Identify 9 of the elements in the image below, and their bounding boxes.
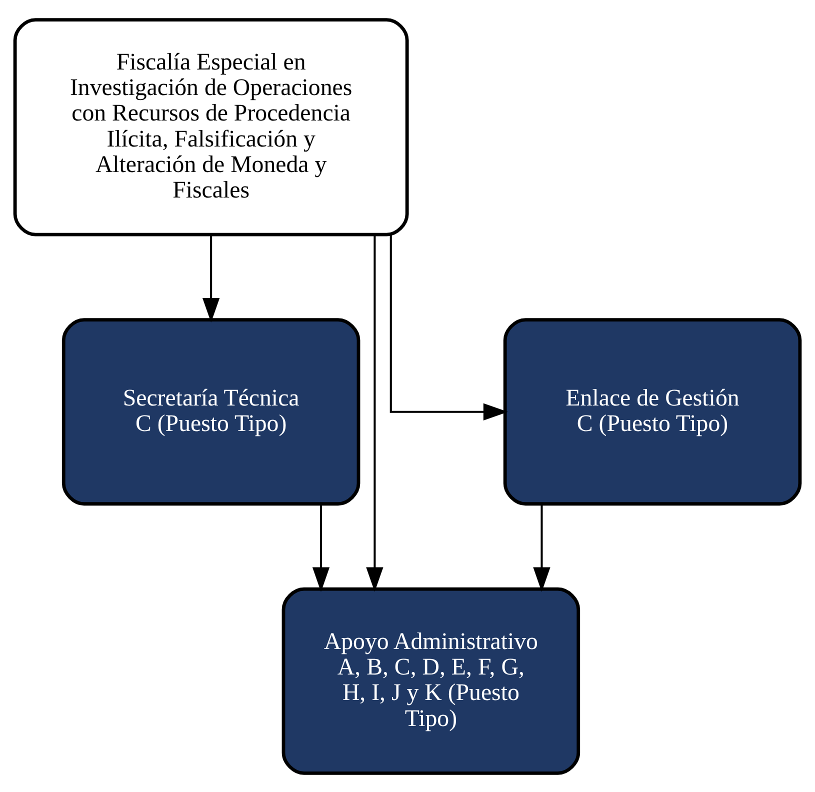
arrow — [390, 234, 508, 420]
node-box: Apoyo Administrativo A, B, C, D, E, F, G, H, I, J y K (Puesto Tipo) — [282, 586, 580, 774]
arrow — [312, 504, 330, 592]
arrow — [533, 504, 550, 592]
node-box: Secretaría Técnica C (Puesto Tipo) — [62, 318, 360, 506]
arrow — [202, 234, 220, 322]
node-box: Enlace de Gestión C (Puesto Tipo) — [503, 318, 802, 506]
node-box: Fiscalía Especial en Investigación de Operaciones con Recursos de Procedencia Ilícita, Falsificación y Alteración de Moneda y Fiscales — [13, 18, 409, 236]
arrow — [366, 234, 384, 592]
